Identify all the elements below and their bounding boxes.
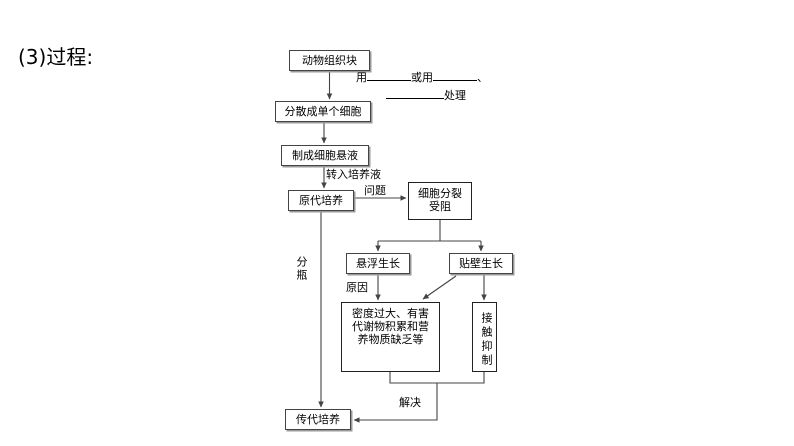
fill-in-blank-line1: 用 或用 、 bbox=[356, 71, 488, 84]
node-label: 接触抑制 bbox=[480, 312, 493, 368]
node-animal-tissue-block[interactable]: 动物组织块 bbox=[289, 50, 370, 71]
blank-prefix-yong: 用 bbox=[356, 71, 367, 84]
blank-post-dun: 、 bbox=[477, 71, 488, 84]
node-label: 原代培养 bbox=[299, 194, 343, 207]
node-label: 悬浮生长 bbox=[356, 257, 400, 270]
node-suspension-growth[interactable]: 悬浮生长 bbox=[346, 253, 410, 274]
edge-merge-bus bbox=[389, 372, 485, 384]
node-subculture[interactable]: 传代培养 bbox=[285, 409, 351, 430]
node-contact-inhibition[interactable]: 接触抑制 bbox=[472, 302, 497, 372]
node-label: 动物组织块 bbox=[302, 54, 357, 67]
edge-merge-to-subculture bbox=[353, 383, 438, 423]
node-reason-detail[interactable]: 密度过大、有害 代谢物积累和营 养物质缺乏等 bbox=[341, 302, 440, 372]
node-label-line-1: 密度过大、有害 bbox=[352, 307, 429, 320]
node-disperse-single-cells[interactable]: 分散成单个细胞 bbox=[275, 101, 371, 122]
answer-blank-2[interactable] bbox=[433, 80, 477, 81]
node-label: 贴壁生长 bbox=[459, 257, 503, 270]
node-label-line-2: 受阻 bbox=[429, 200, 451, 213]
page-title: (3)过程: bbox=[18, 45, 94, 69]
edge-label-problem: 问题 bbox=[364, 184, 386, 197]
node-label-line-2: 代谢物积累和营 bbox=[352, 320, 429, 333]
blank-post-chuli: 处理 bbox=[444, 89, 466, 102]
node-label-line-3: 养物质缺乏等 bbox=[357, 333, 424, 346]
node-label: 分散成单个细胞 bbox=[284, 105, 362, 118]
node-cell-suspension[interactable]: 制成细胞悬液 bbox=[281, 145, 369, 166]
node-primary-culture[interactable]: 原代培养 bbox=[288, 190, 354, 211]
edge-label-cause: 原因 bbox=[346, 281, 368, 294]
node-label: 制成细胞悬液 bbox=[292, 149, 358, 162]
edge-label-split-flask: 分瓶 bbox=[295, 256, 308, 282]
answer-blank-3[interactable] bbox=[386, 98, 444, 99]
edge-blocked-bus bbox=[378, 220, 481, 242]
node-label-line-1: 细胞分裂 bbox=[418, 187, 462, 200]
edge-label-transfer-to-medium: 转入培养液 bbox=[326, 168, 381, 181]
blank-mid-huoyong: 或用 bbox=[411, 71, 433, 84]
node-adherent-growth[interactable]: 贴壁生长 bbox=[449, 253, 513, 274]
node-cell-division-blocked[interactable]: 细胞分裂 受阻 bbox=[408, 182, 472, 220]
answer-blank-1[interactable] bbox=[367, 80, 411, 81]
edge-adherent-reason bbox=[422, 275, 457, 300]
edge-label-solve: 解决 bbox=[399, 396, 421, 409]
fill-in-blank-line2: 处理 bbox=[386, 89, 466, 102]
node-label: 传代培养 bbox=[296, 413, 340, 426]
